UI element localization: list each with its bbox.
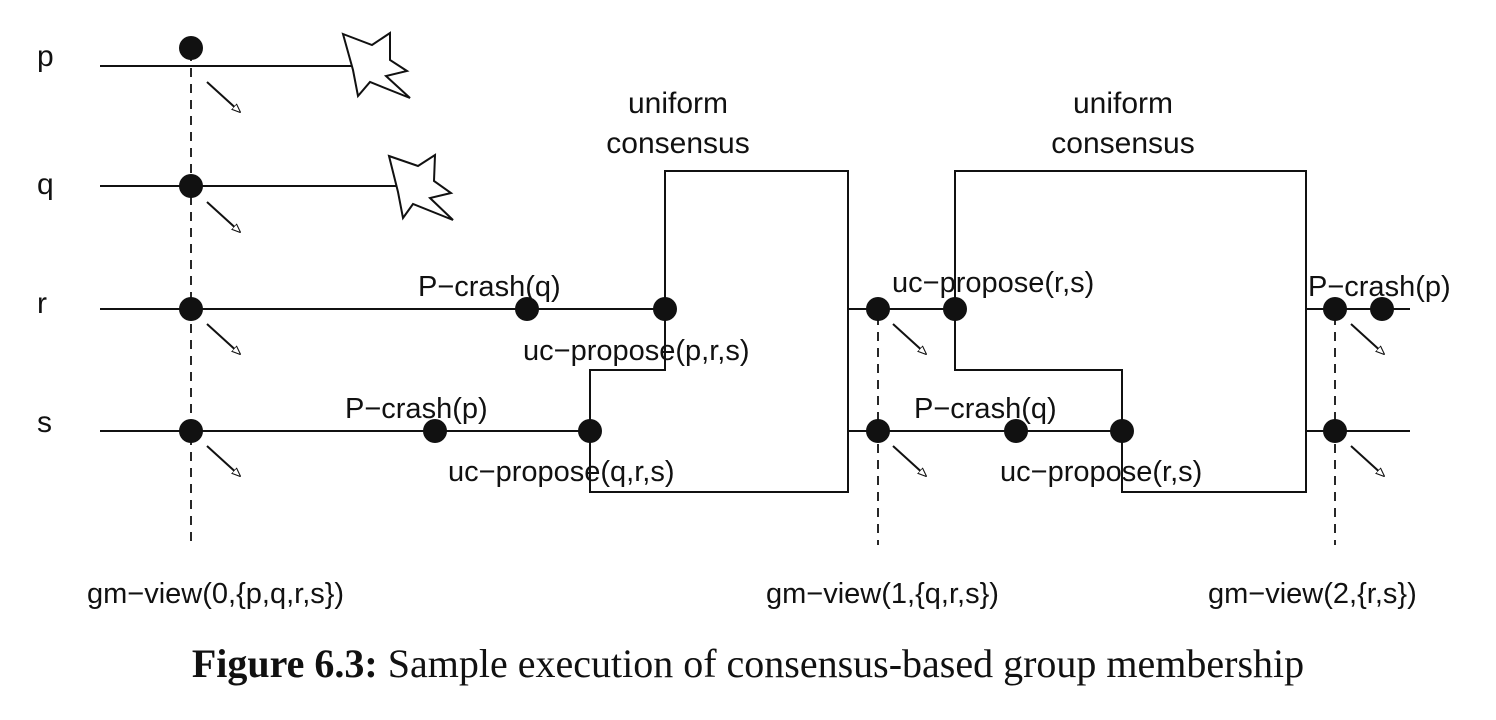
crash-star-p	[341, 31, 411, 99]
event-dot-s-view2	[1323, 419, 1347, 443]
view-delivery-arrow-icon	[206, 81, 240, 112]
view-delivery-arrow-icon	[1350, 445, 1384, 476]
event-dot-r-pcrash-q	[515, 297, 539, 321]
event-dot-p-view0	[179, 36, 203, 60]
event-dot-s-view1	[866, 419, 890, 443]
consensus-1-title-line1: uniform	[628, 87, 728, 120]
event-dot-r-view1	[866, 297, 890, 321]
view-delivery-arrow-icon	[1350, 323, 1384, 354]
view-label-1: gm−view(1,{q,r,s})	[766, 578, 999, 610]
event-dot-r-ucpropose-rs	[943, 297, 967, 321]
event-dot-r-view2	[1323, 297, 1347, 321]
consensus-box-1	[589, 170, 849, 493]
label-r-ucpropose-prs: uc−propose(p,r,s)	[523, 335, 749, 367]
consensus-2-title-line2: consensus	[1051, 127, 1194, 160]
view-label-0: gm−view(0,{p,q,r,s})	[87, 578, 344, 610]
label-r-ucpropose-rs: uc−propose(r,s)	[892, 267, 1094, 299]
figure-caption: Figure 6.3: Sample execution of consensu…	[0, 640, 1496, 687]
figure-caption-text: Sample execution of consensus-based grou…	[377, 641, 1305, 686]
event-dot-r-ucpropose-prs	[653, 297, 677, 321]
label-s-pcrash-q: P−crash(q)	[914, 393, 1057, 425]
label-s-ucpropose-qrs: uc−propose(q,r,s)	[448, 456, 674, 488]
view-delivery-arrow-icon	[892, 323, 926, 354]
label-s-pcrash-p: P−crash(p)	[345, 393, 488, 425]
view-label-2: gm−view(2,{r,s})	[1208, 578, 1417, 610]
event-dot-r-pcrash-p	[1370, 297, 1394, 321]
event-dot-s-view0	[179, 419, 203, 443]
process-label-q: q	[37, 168, 54, 201]
view-delivery-arrow-icon	[892, 445, 926, 476]
event-dot-r-view0	[179, 297, 203, 321]
view-delivery-arrow-icon	[206, 201, 240, 232]
event-dot-q-view0	[179, 174, 203, 198]
process-label-r: r	[37, 287, 47, 320]
process-label-s: s	[37, 406, 52, 439]
view-delivery-arrow-icon	[206, 323, 240, 354]
event-dot-s-ucpropose-qrs	[578, 419, 602, 443]
consensus-2-title-line1: uniform	[1073, 87, 1173, 120]
figure-number: Figure 6.3:	[191, 641, 378, 686]
label-r-pcrash-q: P−crash(q)	[418, 271, 561, 303]
event-dot-s-pcrash-p	[423, 419, 447, 443]
event-dot-s-ucpropose-rs	[1110, 419, 1134, 443]
group-membership-diagram: p q r s	[37, 31, 1451, 610]
consensus-box-2	[954, 170, 1307, 493]
event-dot-s-pcrash-q	[1004, 419, 1028, 443]
label-r-pcrash-p: P−crash(p)	[1308, 271, 1451, 303]
label-s-ucpropose-rs: uc−propose(r,s)	[1000, 456, 1202, 488]
crash-star-q	[387, 153, 454, 221]
consensus-1-title-line2: consensus	[606, 127, 749, 160]
view-delivery-arrow-icon	[206, 445, 240, 476]
process-label-p: p	[37, 40, 54, 73]
